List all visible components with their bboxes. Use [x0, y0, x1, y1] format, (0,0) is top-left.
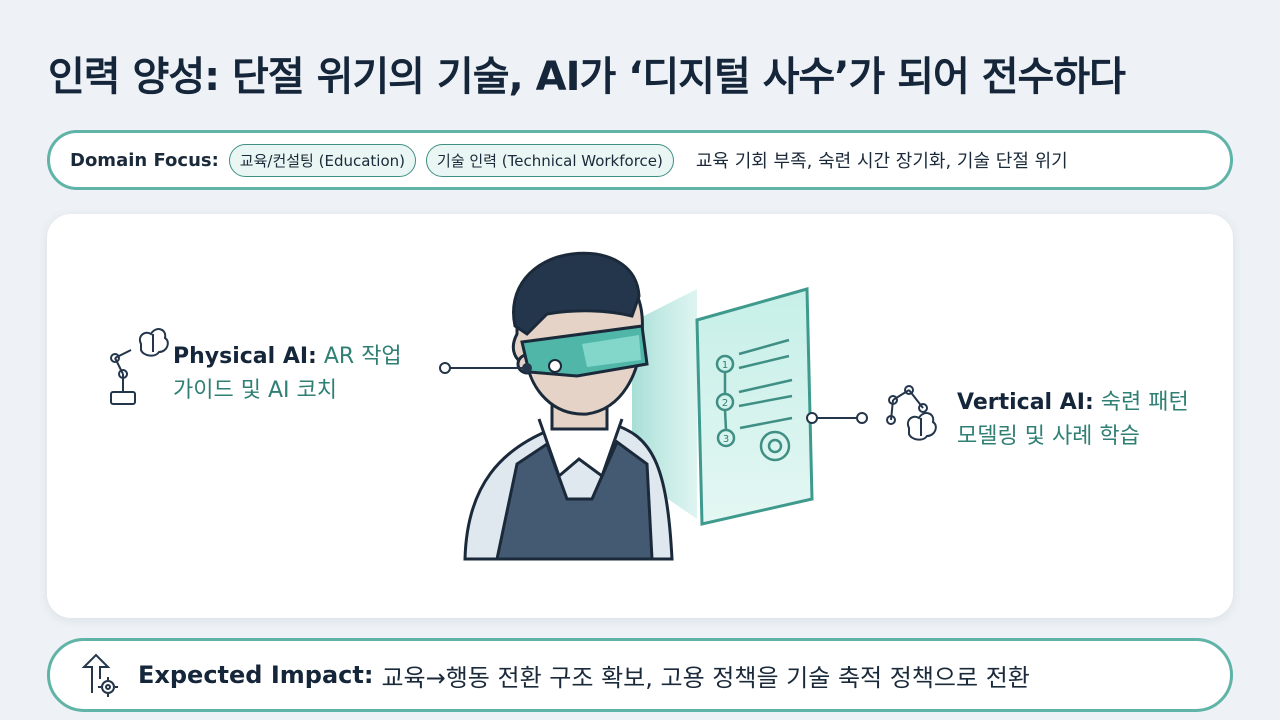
arrow-up-gear-icon — [81, 653, 118, 697]
worker-ar-illustration: 1 2 3 — [110, 251, 937, 561]
tag-education[interactable]: 교육/컨설팅 (Education) — [228, 143, 417, 177]
illustration-card: 1 2 3 — [47, 214, 1233, 618]
vertical-ai-name: Vertical AI: — [957, 390, 1094, 415]
robot-arm-brain-icon — [110, 328, 169, 405]
expected-impact-text: 교육→행동 전환 구조 확보, 고용 정책을 기술 축적 정책으로 전환 — [381, 663, 1030, 692]
domain-focus-description: 교육 기회 부족, 숙련 시간 장기화, 기술 단절 위기 — [695, 151, 1068, 172]
page-title: 인력 양성: 단절 위기의 기술, AI가 ‘디지털 사수’가 되어 전수하다 — [48, 54, 1126, 100]
physical-ai-desc-2: 가이드 및 AI 코치 — [173, 378, 337, 403]
step-2-label: 2 — [722, 398, 728, 409]
ar-display-panel: 1 2 3 — [695, 287, 814, 526]
tag-technical-workforce[interactable]: 기술 인력 (Technical Workforce) — [426, 143, 674, 177]
domain-focus-label: Domain Focus: — [70, 149, 219, 171]
physical-ai-desc-1: AR 작업 — [323, 344, 402, 369]
network-brain-icon — [886, 385, 937, 441]
domain-focus-bar: Domain Focus: 교육/컨설팅 (Education) 기술 인력 (… — [47, 130, 1233, 190]
vertical-ai-desc-1: 숙련 패턴 — [1100, 390, 1189, 415]
step-3-label: 3 — [723, 434, 729, 445]
physical-ai-feature: Physical AI: AR 작업 가이드 및 AI 코치 — [173, 340, 402, 408]
vertical-ai-feature: Vertical AI: 숙련 패턴 모델링 및 사례 학습 — [957, 386, 1189, 454]
expected-impact-label: Expected Impact: — [138, 661, 374, 689]
physical-ai-name: Physical AI: — [173, 344, 317, 369]
step-1-label: 1 — [722, 360, 728, 371]
expected-impact-bar: Expected Impact: 교육→행동 전환 구조 확보, 고용 정책을 … — [47, 638, 1233, 712]
vertical-ai-desc-2: 모델링 및 사례 학습 — [957, 424, 1140, 449]
connector-left — [439, 362, 532, 374]
connector-right — [806, 412, 868, 424]
